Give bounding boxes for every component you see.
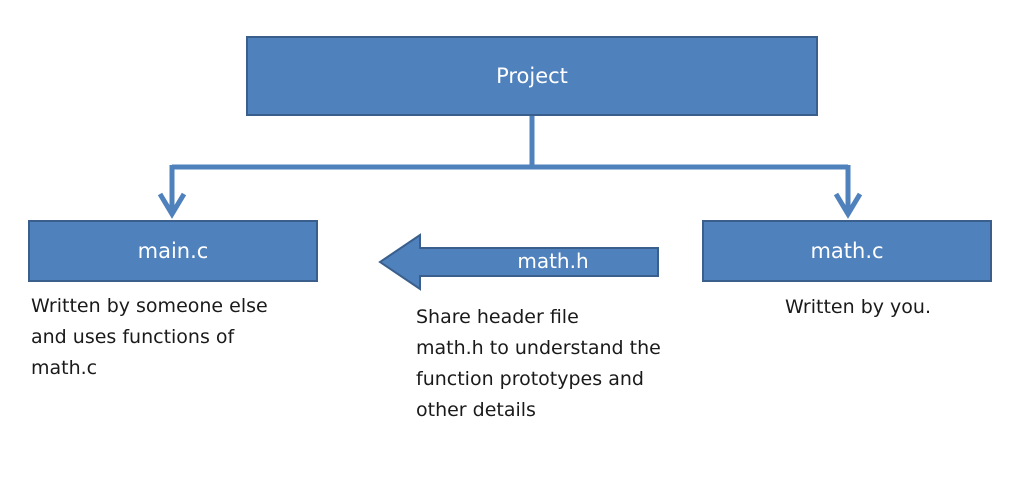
project-box: Project — [246, 36, 818, 116]
main-c-note: Written by someone else and uses functio… — [31, 295, 268, 379]
header-arrow-shape — [378, 233, 659, 291]
main-c-label: main.c — [137, 239, 209, 263]
main-c-box: main.c — [28, 220, 318, 282]
arrowhead-to-mathc — [833, 192, 863, 219]
math-c-box: math.c — [702, 220, 992, 282]
header-note: Share header file math.h to understand t… — [416, 306, 661, 421]
header-arrow-label: math.h — [517, 249, 589, 273]
math-c-note: Written by you. — [785, 296, 931, 318]
project-label: Project — [496, 64, 568, 88]
math-c-label: math.c — [810, 239, 884, 263]
arrowhead-to-main — [157, 192, 187, 219]
